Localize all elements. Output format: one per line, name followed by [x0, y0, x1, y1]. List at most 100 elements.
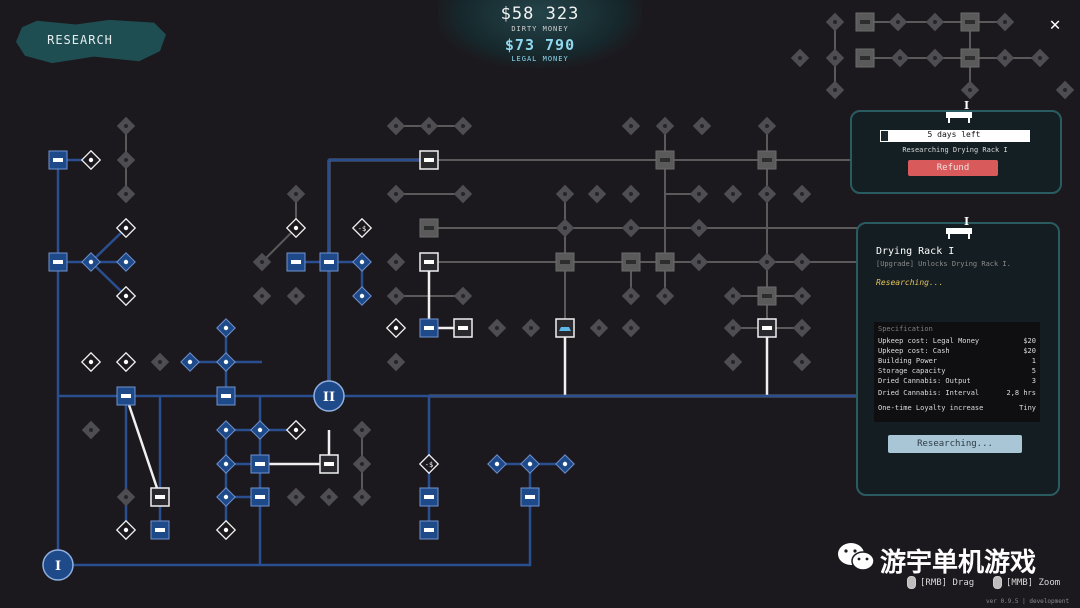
research-node[interactable] — [319, 454, 339, 474]
research-node[interactable] — [352, 252, 372, 272]
research-node[interactable] — [555, 184, 575, 204]
research-node[interactable] — [960, 80, 980, 100]
tier-marker-2[interactable]: II — [313, 380, 345, 412]
research-node[interactable] — [692, 116, 712, 136]
research-node[interactable] — [150, 352, 170, 372]
research-node[interactable] — [419, 150, 439, 170]
research-node[interactable] — [150, 487, 170, 507]
research-node[interactable] — [757, 150, 777, 170]
research-node[interactable] — [655, 286, 675, 306]
research-node[interactable] — [621, 252, 641, 272]
research-node[interactable] — [286, 487, 306, 507]
research-node[interactable] — [925, 12, 945, 32]
research-node[interactable] — [115, 351, 137, 373]
research-node[interactable] — [250, 454, 270, 474]
research-node[interactable] — [855, 12, 875, 32]
research-node[interactable] — [1030, 48, 1050, 68]
research-node[interactable] — [655, 252, 675, 272]
research-node[interactable] — [487, 454, 507, 474]
research-node[interactable] — [419, 116, 439, 136]
research-node[interactable] — [723, 184, 743, 204]
research-node[interactable] — [621, 318, 641, 338]
research-node[interactable] — [419, 318, 439, 338]
research-node[interactable] — [80, 351, 102, 373]
research-node[interactable]: -$ — [418, 453, 440, 475]
research-node[interactable] — [150, 520, 170, 540]
research-node[interactable] — [855, 48, 875, 68]
research-node[interactable] — [655, 150, 675, 170]
research-node[interactable] — [621, 184, 641, 204]
research-node[interactable] — [689, 218, 709, 238]
research-node[interactable] — [792, 352, 812, 372]
research-node[interactable] — [1055, 80, 1075, 100]
research-node[interactable] — [825, 80, 845, 100]
research-node[interactable] — [757, 286, 777, 306]
research-node[interactable] — [757, 184, 777, 204]
research-node[interactable] — [115, 519, 137, 541]
research-node[interactable] — [960, 48, 980, 68]
research-node[interactable] — [521, 318, 541, 338]
research-node[interactable] — [116, 487, 136, 507]
research-node[interactable] — [215, 519, 237, 541]
research-node[interactable] — [419, 487, 439, 507]
research-node[interactable] — [995, 12, 1015, 32]
refund-button[interactable]: Refund — [908, 160, 998, 176]
research-node[interactable] — [385, 317, 407, 339]
research-node[interactable] — [689, 184, 709, 204]
research-node[interactable]: -$ — [351, 217, 373, 239]
research-node[interactable] — [115, 217, 137, 239]
research-node[interactable] — [555, 454, 575, 474]
research-node[interactable] — [655, 116, 675, 136]
research-node[interactable] — [621, 116, 641, 136]
research-node[interactable] — [555, 318, 575, 338]
research-node[interactable] — [386, 352, 406, 372]
research-node[interactable] — [252, 286, 272, 306]
research-node[interactable] — [386, 116, 406, 136]
research-node[interactable] — [792, 286, 812, 306]
research-node[interactable] — [81, 252, 101, 272]
research-node[interactable] — [453, 318, 473, 338]
research-node[interactable] — [792, 252, 812, 272]
research-node[interactable] — [252, 252, 272, 272]
research-node[interactable] — [216, 454, 236, 474]
research-node[interactable] — [48, 150, 68, 170]
research-node[interactable] — [890, 48, 910, 68]
research-node[interactable] — [589, 318, 609, 338]
research-node[interactable] — [115, 285, 137, 307]
research-node[interactable] — [216, 352, 236, 372]
research-node[interactable] — [960, 12, 980, 32]
research-node[interactable] — [925, 48, 945, 68]
research-node[interactable] — [116, 386, 136, 406]
research-node[interactable] — [453, 286, 473, 306]
research-node[interactable] — [116, 150, 136, 170]
research-node[interactable] — [825, 48, 845, 68]
research-node[interactable] — [520, 487, 540, 507]
research-node[interactable] — [81, 420, 101, 440]
tier-marker-1[interactable]: I — [42, 549, 74, 581]
research-node[interactable] — [216, 318, 236, 338]
research-node[interactable] — [888, 12, 908, 32]
research-node[interactable] — [286, 252, 306, 272]
close-button[interactable]: ✕ — [1049, 14, 1061, 35]
research-node[interactable] — [319, 252, 339, 272]
research-node[interactable] — [520, 454, 540, 474]
research-node[interactable] — [286, 286, 306, 306]
research-node[interactable] — [453, 184, 473, 204]
research-node[interactable] — [419, 218, 439, 238]
research-node[interactable] — [116, 252, 136, 272]
research-node[interactable] — [555, 218, 575, 238]
research-node[interactable] — [319, 487, 339, 507]
research-node[interactable] — [352, 420, 372, 440]
research-node[interactable] — [757, 116, 777, 136]
research-node[interactable] — [487, 318, 507, 338]
research-node[interactable] — [80, 149, 102, 171]
research-node[interactable] — [825, 12, 845, 32]
research-tab[interactable] — [16, 19, 166, 64]
research-node[interactable] — [723, 352, 743, 372]
research-node[interactable] — [723, 286, 743, 306]
research-node[interactable] — [587, 184, 607, 204]
research-node[interactable] — [386, 184, 406, 204]
research-node[interactable] — [757, 318, 777, 338]
research-node[interactable] — [352, 286, 372, 306]
